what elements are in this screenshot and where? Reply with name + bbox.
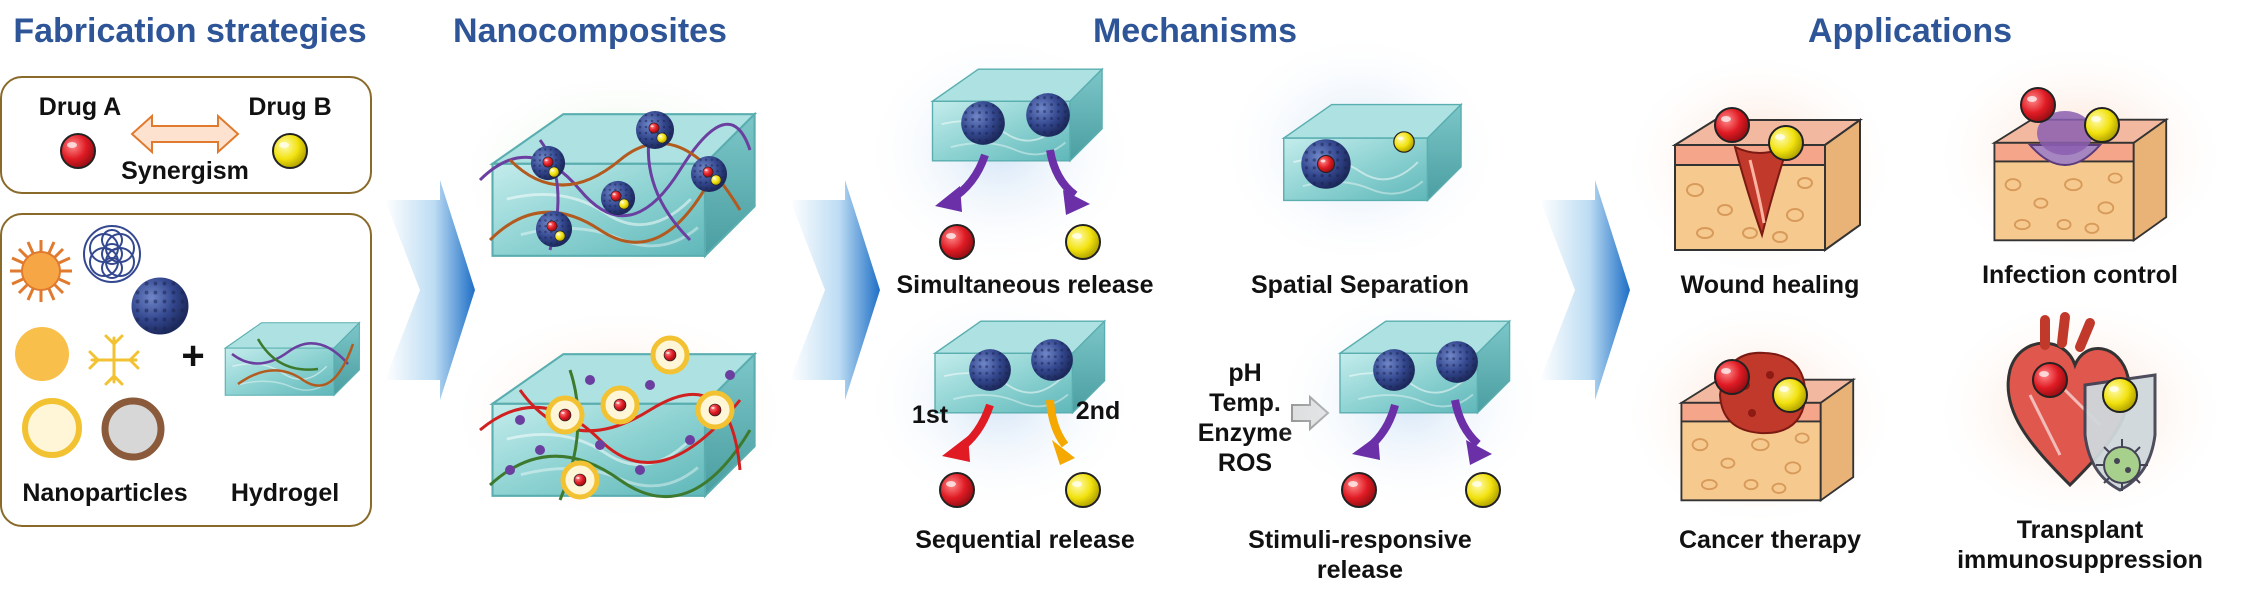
infection-control-label: Infection control bbox=[1982, 261, 2178, 289]
transplant-label-line2: immunosuppression bbox=[1957, 546, 2203, 574]
cancer-therapy-label: Cancer therapy bbox=[1678, 526, 1862, 554]
wound-healing-label: Wound healing bbox=[1680, 271, 1860, 299]
stimuli-responsive-label-line2: release bbox=[1316, 556, 1404, 584]
simultaneous-drug-b bbox=[1065, 224, 1101, 260]
sequential-drug-a bbox=[939, 472, 975, 508]
drug-b-label: Drug B bbox=[248, 93, 332, 121]
stimuli-drug-a bbox=[1341, 472, 1377, 508]
stimuli-responsive-diagram bbox=[1270, 285, 1550, 515]
polymer-coil-icon bbox=[83, 225, 141, 283]
cancer-therapy-illustration bbox=[1620, 300, 1900, 530]
second-release-label: 2nd bbox=[1075, 397, 1121, 425]
section-title-nanocomposites: Nanocomposites bbox=[453, 12, 727, 50]
sequential-release-diagram bbox=[860, 285, 1140, 515]
transplant-label-line1: Transplant bbox=[2016, 516, 2144, 544]
transplant-illustration bbox=[1930, 295, 2230, 525]
drug-a-icon bbox=[60, 133, 96, 169]
stimulus-temperature: Temp. bbox=[1209, 389, 1281, 417]
liposome-icon bbox=[22, 398, 82, 458]
section-title-fabrication: Fabrication strategies bbox=[13, 12, 367, 50]
stimulus-ph: pH bbox=[1228, 359, 1262, 387]
nanocomposite-bottom bbox=[445, 305, 795, 525]
sequential-drug-b bbox=[1065, 472, 1101, 508]
hydrogel-block-icon bbox=[224, 322, 361, 396]
flow-arrow-3 bbox=[1540, 180, 1630, 400]
drug-a-label: Drug A bbox=[38, 93, 122, 121]
core-shell-particle-icon bbox=[101, 397, 165, 461]
nanocomposite-top bbox=[445, 65, 795, 285]
stimulus-ros: ROS bbox=[1217, 449, 1273, 477]
dendrimer-icon bbox=[88, 334, 140, 386]
wound-healing-illustration bbox=[1620, 50, 1900, 280]
infection-control-illustration bbox=[1930, 40, 2230, 270]
stimuli-drug-b bbox=[1465, 472, 1501, 508]
hydrogel-label: Hydrogel bbox=[230, 479, 340, 507]
flow-arrow-2 bbox=[790, 180, 880, 400]
double-arrow-icon bbox=[130, 113, 240, 155]
solid-particle-icon bbox=[15, 327, 69, 381]
mesoporous-particle-icon bbox=[131, 277, 189, 335]
section-title-mechanisms: Mechanisms bbox=[1092, 12, 1298, 50]
spatial-separation-diagram bbox=[1215, 30, 1505, 270]
nanoparticles-label: Nanoparticles bbox=[22, 479, 188, 507]
stimuli-responsive-label-line1: Stimuli-responsive bbox=[1248, 526, 1472, 554]
plus-sign: + bbox=[181, 334, 205, 378]
synergism-label: Synergism bbox=[121, 157, 249, 185]
simultaneous-drug-a bbox=[939, 224, 975, 260]
simultaneous-release-diagram bbox=[860, 30, 1140, 270]
first-release-label: 1st bbox=[911, 401, 949, 429]
drug-b-icon bbox=[272, 133, 308, 169]
sequential-release-label: Sequential release bbox=[915, 526, 1135, 554]
micelle-icon bbox=[10, 240, 72, 302]
flow-arrow-1 bbox=[385, 180, 475, 400]
section-title-applications: Applications bbox=[1807, 12, 2013, 50]
